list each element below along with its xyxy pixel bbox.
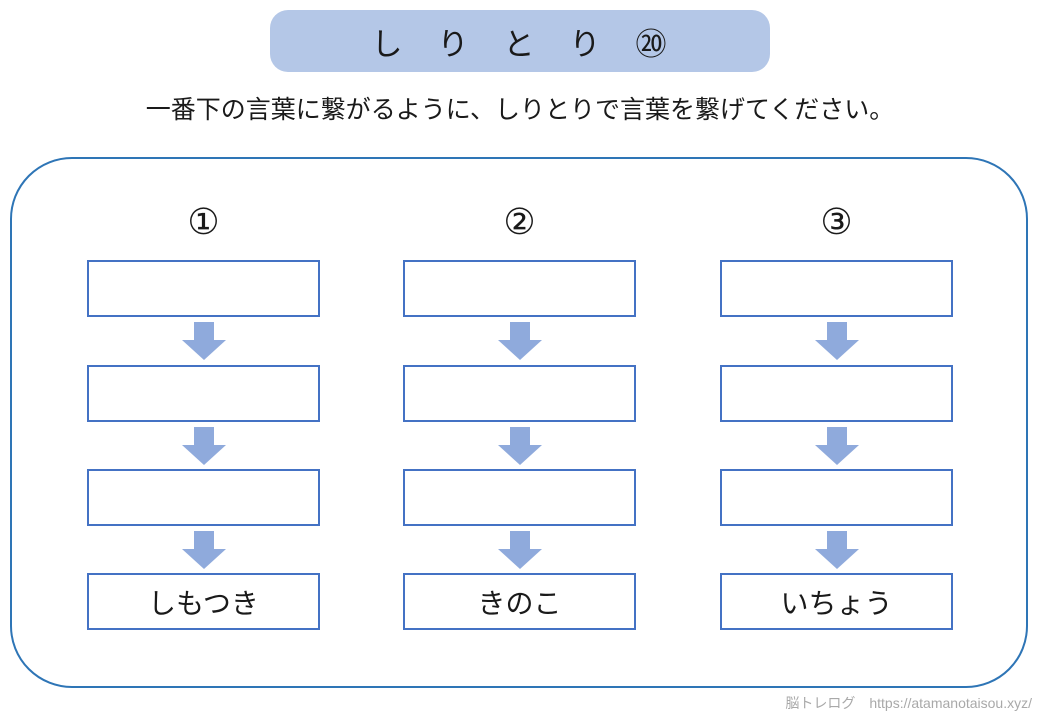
answer-box[interactable] — [403, 365, 636, 422]
given-word-box: いちょう — [720, 573, 953, 630]
arrow-down-icon — [181, 427, 226, 465]
title-banner: し り と り ⑳ — [270, 10, 770, 72]
answer-box[interactable] — [720, 260, 953, 317]
arrow-down-icon — [814, 322, 859, 360]
arrow-down-icon — [814, 427, 859, 465]
arrow-down-icon — [497, 531, 542, 569]
given-word-box: しもつき — [87, 573, 320, 630]
arrow-down-icon — [814, 531, 859, 569]
answer-box[interactable] — [87, 469, 320, 526]
answer-box[interactable] — [87, 260, 320, 317]
instruction-text: 一番下の言葉に繋がるように、しりとりで言葉を繋げてください。 — [145, 96, 895, 124]
site-credit: 脳トレログ https://atamanotaisou.xyz/ — [785, 695, 1032, 711]
worksheet-frame — [10, 157, 1028, 688]
answer-box[interactable] — [720, 469, 953, 526]
arrow-down-icon — [181, 531, 226, 569]
given-word-box: きのこ — [403, 573, 636, 630]
shiritori-column-3: ③ いちょう — [720, 200, 953, 632]
answer-box[interactable] — [87, 365, 320, 422]
shiritori-column-2: ② きのこ — [403, 200, 636, 632]
column-number: ③ — [820, 201, 853, 242]
arrow-down-icon — [181, 322, 226, 360]
column-number: ① — [187, 201, 220, 242]
shiritori-column-1: ① しもつき — [87, 200, 320, 632]
page-title: し り と り ⑳ — [371, 26, 669, 62]
arrow-down-icon — [497, 322, 542, 360]
answer-box[interactable] — [720, 365, 953, 422]
column-number: ② — [503, 201, 536, 242]
arrow-down-icon — [497, 427, 542, 465]
answer-box[interactable] — [403, 469, 636, 526]
answer-box[interactable] — [403, 260, 636, 317]
